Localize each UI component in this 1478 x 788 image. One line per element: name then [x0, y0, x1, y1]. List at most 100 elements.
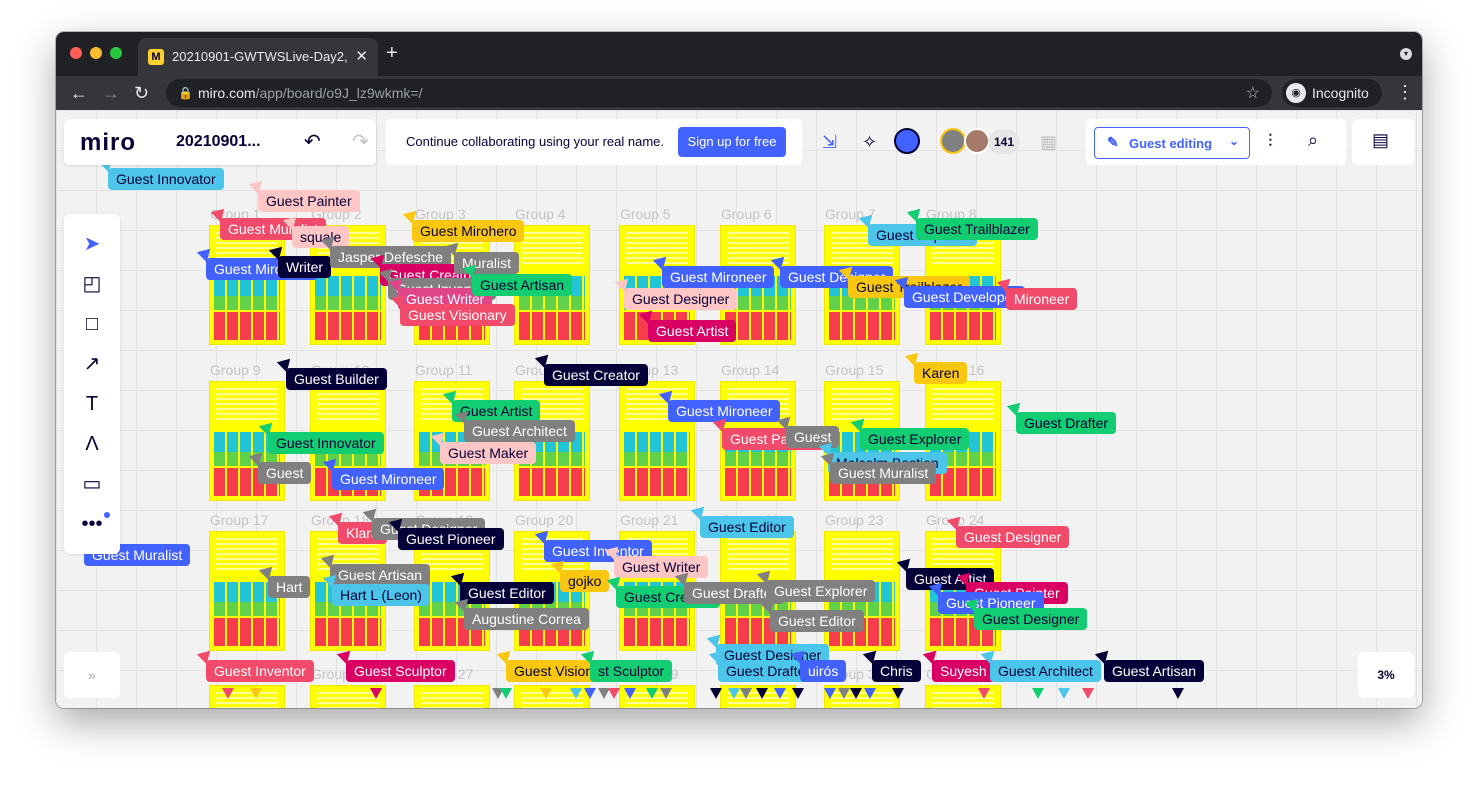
url-domain: miro.com [198, 85, 256, 101]
minimize-window-button[interactable] [90, 47, 102, 59]
sticky-note-tool-icon[interactable]: ◰ [82, 273, 102, 295]
cursor-label: Guest Innovator [108, 168, 224, 190]
bookmark-star-icon[interactable]: ☆ [1245, 85, 1260, 102]
pen-tool-icon[interactable]: Ʌ [85, 433, 99, 455]
frame-content-red [624, 468, 690, 496]
offscreen-cursor-indicator-icon [1082, 688, 1094, 699]
cursor-label: Guest Innovator [268, 432, 384, 454]
group-label: Group 20 [515, 512, 574, 528]
avatar[interactable] [964, 128, 990, 154]
forward-icon[interactable]: → [102, 83, 120, 103]
undo-icon[interactable]: ↶ [304, 131, 321, 153]
reload-icon[interactable]: ↻ [134, 83, 150, 103]
cursor-label: Guest Writer [614, 556, 709, 578]
frame-content-cyan [214, 432, 280, 454]
close-window-button[interactable] [70, 47, 82, 59]
connector-tool-icon[interactable]: ↗ [83, 353, 101, 375]
cursor-label: Guest Mirohero [412, 220, 525, 242]
pencil-icon: ✎ [1107, 134, 1119, 150]
frame-content-txt [626, 232, 688, 264]
zoom-level[interactable]: 3% [1358, 652, 1414, 698]
cursor-label: Guest Muralist [830, 462, 937, 484]
maximize-window-button[interactable] [110, 47, 122, 59]
group-label: Group 24 [926, 512, 985, 528]
offscreen-cursor-indicator-icon [250, 688, 262, 699]
board-actions: ✎ Guest editing ⌄ ⫶ ⌕ [1086, 119, 1346, 165]
offscreen-cursor-indicator-icon [370, 688, 382, 699]
group-frame[interactable] [825, 686, 899, 708]
cursor-label: Guest Creator [544, 364, 648, 386]
cursor-label: Guest Designer [974, 608, 1088, 630]
group-frame[interactable] [311, 686, 385, 708]
offscreen-cursor-indicator-icon [660, 688, 672, 699]
tab-search-icon[interactable]: ▾ [1400, 48, 1412, 60]
cursor-label: Writer [278, 256, 332, 278]
cursor-label: Guest Architect [464, 420, 575, 442]
celebrate-icon[interactable]: ✧ [862, 132, 878, 152]
frame-content-red [214, 618, 280, 646]
tab-title: 20210901-GWTWSLive-Day2, [172, 49, 348, 64]
offscreen-cursor-indicator-icon [500, 688, 512, 699]
browser-window: M 20210901-GWTWSLive-Day2, ✕ + ▾ ← → ↻ 🔒… [56, 32, 1422, 708]
timer-icon[interactable] [894, 128, 920, 154]
cursor-label: squale [292, 226, 350, 248]
cursor-label: Suyesh [932, 660, 995, 682]
sign-up-button[interactable]: Sign up for free [678, 127, 786, 157]
frame-content-cyan [624, 432, 690, 454]
filter-cursors-icon[interactable]: ⇲ [822, 132, 838, 152]
cursor-label: Guest Developer [904, 286, 1026, 308]
cursor-label: Guest Designer [956, 526, 1070, 548]
cursor-label: Guest Artisan [330, 564, 431, 586]
cursor-label: Hart [268, 576, 311, 598]
avatar[interactable] [940, 128, 966, 154]
cursor-label: Mironeer [1006, 288, 1078, 310]
offscreen-cursor-indicator-icon [728, 688, 740, 699]
cursor-label: Chris [872, 660, 921, 682]
frame-content-red [315, 312, 381, 340]
cursor-label: Guest Maker [440, 442, 537, 464]
group-frame[interactable] [210, 226, 284, 344]
frame-content-red [519, 468, 585, 496]
notes-panel-button[interactable]: ▤ [1352, 119, 1414, 165]
cursor-label: Muralist [454, 252, 520, 274]
cursor-label: Guest Artist [452, 400, 541, 422]
shape-tool-icon[interactable]: □ [85, 313, 99, 335]
comment-tool-icon[interactable]: ▭ [82, 473, 102, 495]
frame-content-red [315, 618, 381, 646]
collaborator-count[interactable]: 141 [988, 130, 1020, 154]
search-icon[interactable]: ⌕ [1308, 130, 1319, 150]
back-icon[interactable]: ← [70, 83, 88, 103]
incognito-indicator[interactable]: ◉ Incognito [1282, 79, 1382, 107]
offscreen-cursor-indicator-icon [540, 688, 552, 699]
expand-panel-button[interactable]: » [64, 652, 120, 698]
text-tool-icon[interactable]: T [85, 393, 99, 415]
frame-content-txt [727, 538, 789, 570]
offscreen-cursor-indicator-icon [740, 688, 752, 699]
settings-sliders-icon[interactable]: ⫶ [1268, 131, 1273, 151]
apps-grid-icon[interactable]: ▦ [1040, 132, 1058, 152]
group-frame[interactable] [415, 686, 489, 708]
browser-menu-icon[interactable]: ⋮ [1396, 82, 1414, 102]
frame-content-red [519, 312, 585, 340]
new-tab-button[interactable]: + [386, 42, 398, 64]
guest-editing-button[interactable]: ✎ Guest editing ⌄ [1094, 127, 1250, 159]
close-tab-icon[interactable]: ✕ [355, 48, 368, 65]
group-frame[interactable] [311, 226, 385, 344]
more-tools-icon[interactable]: ••• [81, 513, 103, 535]
frame-content-green [315, 452, 381, 466]
cursor-label: Jasper Defesche [330, 246, 452, 268]
cursor-label: Guest Artist [648, 320, 737, 342]
offscreen-cursor-indicator-icon [710, 688, 722, 699]
browser-tab[interactable]: M 20210901-GWTWSLive-Day2, ✕ [138, 38, 378, 76]
offscreen-cursor-indicator-icon [774, 688, 786, 699]
group-label: Group 15 [825, 362, 884, 378]
cursor-label: Guest Mironeer [668, 400, 781, 422]
select-tool-icon[interactable]: ➤ [83, 233, 101, 255]
board-name[interactable]: 20210901... [176, 133, 261, 150]
address-bar[interactable]: 🔒 miro.com/app/board/o9J_lz9wkmk=/ ☆ [166, 79, 1272, 107]
redo-icon[interactable]: ↷ [352, 131, 369, 153]
frame-content-txt [831, 388, 893, 420]
cursor-label: Guest [786, 426, 840, 448]
group-label: Group 11 [415, 362, 473, 378]
